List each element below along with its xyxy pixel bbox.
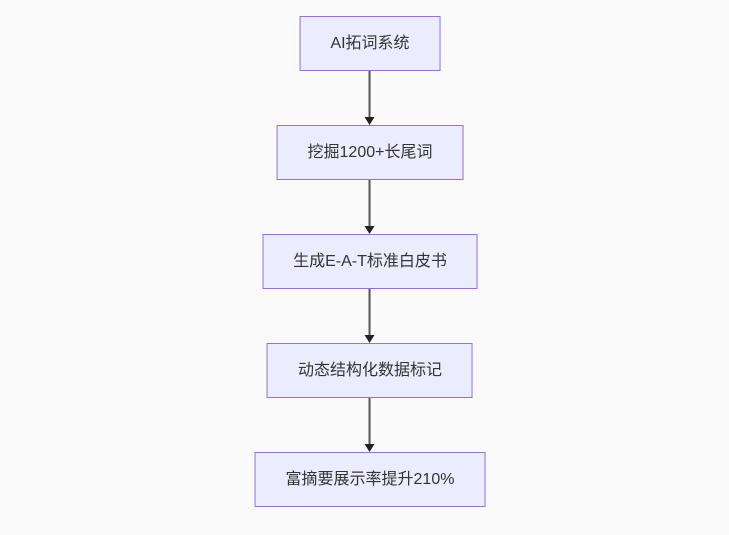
- flow-node-label: 富摘要展示率提升210%: [285, 470, 455, 488]
- flow-arrow: [365, 398, 375, 452]
- arrow-head-icon: [365, 117, 375, 125]
- flow-arrow: [365, 289, 375, 343]
- flow-arrow: [365, 180, 375, 234]
- flow-node-a: AI拓词系统: [299, 16, 441, 71]
- flow-node-e: 富摘要展示率提升210%: [254, 452, 486, 507]
- arrow-head-icon: [365, 226, 375, 234]
- arrow-head-icon: [365, 444, 375, 452]
- arrow-line: [369, 398, 371, 444]
- flow-node-label: AI拓词系统: [330, 34, 410, 52]
- arrow-line: [369, 71, 371, 117]
- arrow-line: [369, 180, 371, 226]
- flow-node-d: 动态结构化数据标记: [266, 343, 473, 398]
- flow-node-label: 挖掘1200+长尾词: [307, 143, 433, 161]
- flow-node-c: 生成E-A-T标准白皮书: [262, 234, 478, 289]
- flowchart: AI拓词系统 挖掘1200+长尾词 生成E-A-T标准白皮书 动态结构化数据标记…: [254, 16, 486, 507]
- flow-node-label: 动态结构化数据标记: [297, 361, 442, 379]
- arrow-head-icon: [365, 335, 375, 343]
- flow-arrow: [365, 71, 375, 125]
- arrow-line: [369, 289, 371, 335]
- flow-node-b: 挖掘1200+长尾词: [276, 125, 464, 180]
- flow-node-label: 生成E-A-T标准白皮书: [293, 252, 447, 270]
